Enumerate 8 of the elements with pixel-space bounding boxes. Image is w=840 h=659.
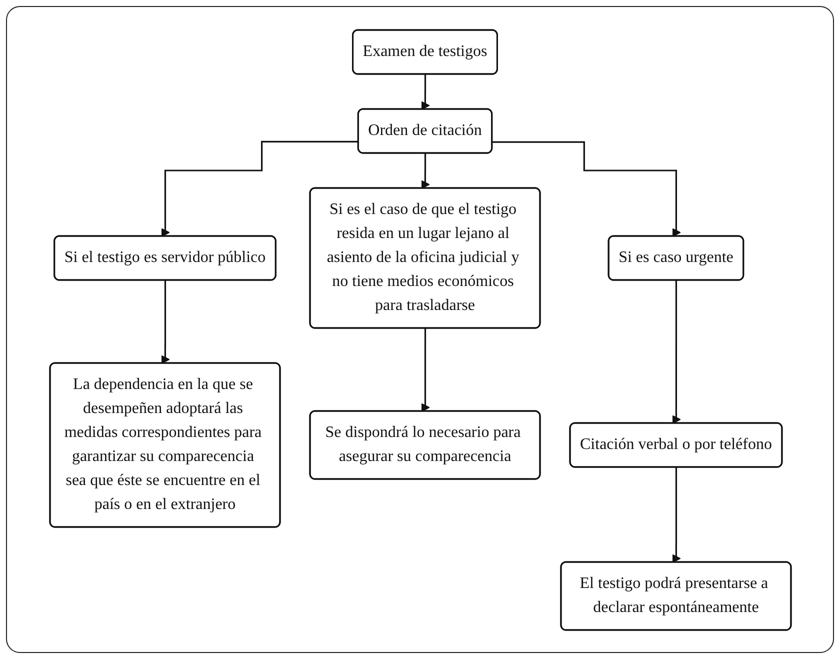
arrow [420,327,430,412]
arrow [672,279,680,424]
arrow [492,140,680,236]
arrow [671,466,680,562]
arrow [160,140,358,236]
arrow [420,152,430,188]
arrow [160,279,170,364]
arrow [420,73,430,110]
